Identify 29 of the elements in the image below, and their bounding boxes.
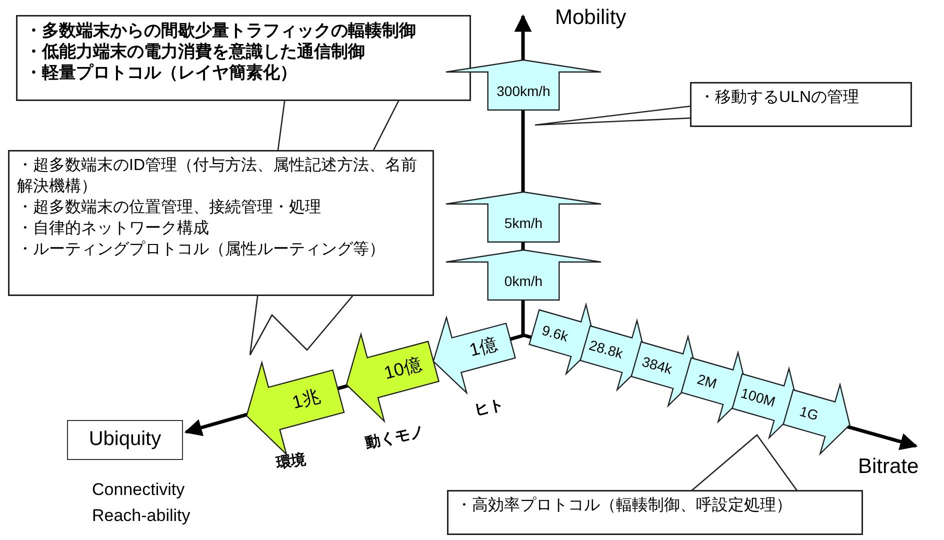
bullet-text: ・自律的ネットワーク構成	[17, 218, 210, 239]
scale-value: 100M	[738, 384, 778, 412]
bullet-text: ・多数端末からの間歇少量トラフィックの輻輳制御	[25, 20, 417, 41]
axis-note: Connectivity	[92, 480, 185, 500]
scale-value: 384k	[639, 352, 675, 380]
axis-title: Mobility	[555, 6, 626, 30]
scale-value: 1億	[466, 332, 500, 362]
scale-value: 5km/h	[503, 214, 544, 233]
scale-value: 300km/h	[496, 82, 552, 101]
scale-value: 2M	[694, 370, 720, 394]
axis-label-box: Ubiquity	[67, 420, 183, 460]
scale-value: 9.6k	[539, 320, 572, 347]
scale-value: 1G	[796, 402, 822, 426]
bullet-text: ・超多数端末のID管理（付与方法、属性記述方法、名前解決機構）	[17, 156, 418, 197]
axis-title: Bitrate	[858, 455, 919, 479]
scale-value: 1兆	[288, 384, 324, 414]
scale-value: 28.8k	[586, 336, 626, 364]
bullet-text: ・超多数端末の位置管理、接続管理・処理	[17, 198, 322, 218]
bullet-text: ・軽量プロトコル（レイヤ簡素化）	[25, 62, 298, 83]
bullet-text: ・低能力端末の電力消費を意識した通信制御	[25, 41, 366, 62]
scale-value: 0km/h	[503, 272, 544, 291]
bullet-text: ・高効率プロトコル（輻輳制御、呼設定処理）	[456, 496, 793, 516]
scale-value: 10億	[380, 353, 425, 386]
axis-note: Reach-ability	[92, 506, 190, 526]
category-label: 環境	[274, 450, 308, 473]
bullet-text: ・移動するULNの管理	[699, 88, 860, 108]
bullet-text: ・ルーティングプロトコル（属性ルーティング等）	[17, 240, 386, 260]
category-label: ヒト	[472, 395, 506, 420]
category-label: 動くモノ	[364, 422, 426, 454]
